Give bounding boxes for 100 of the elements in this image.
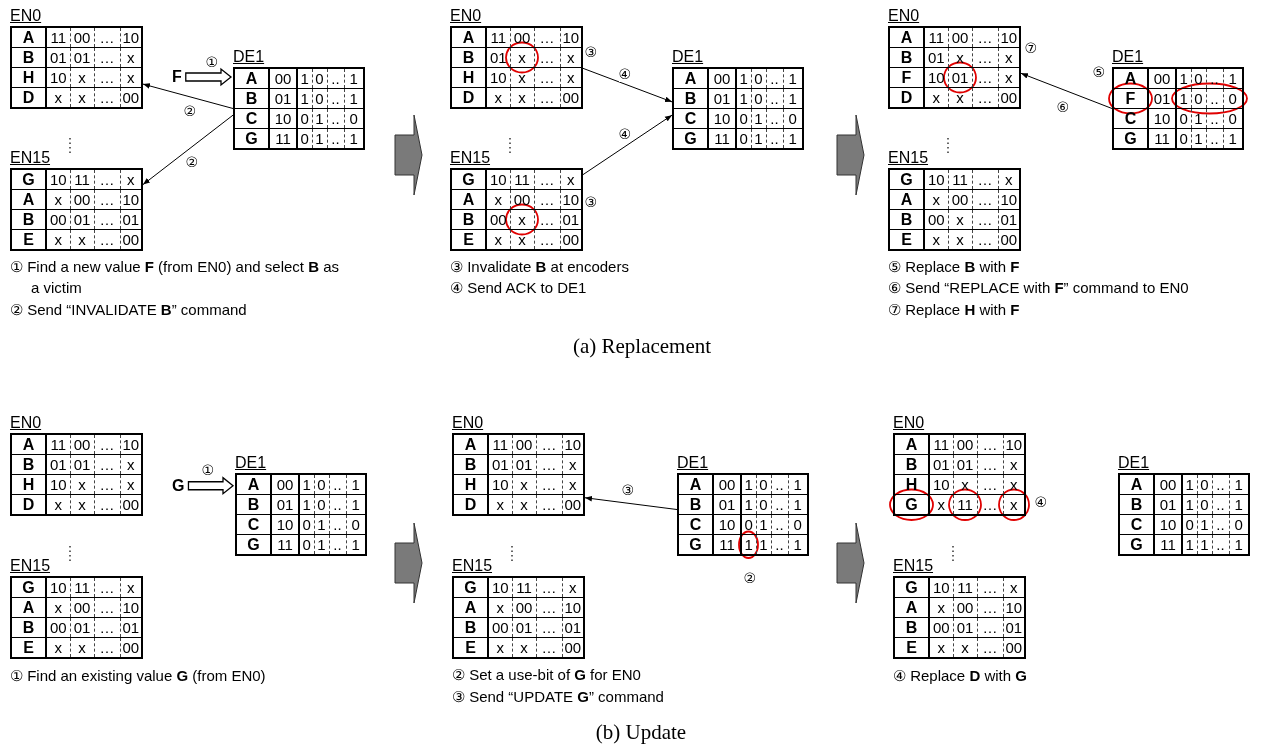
- row-key: H: [11, 474, 46, 495]
- table-cell: ..: [771, 514, 788, 535]
- table-cell: 0: [1176, 108, 1191, 129]
- row-key: G: [894, 577, 929, 598]
- table-title: DE1: [677, 453, 710, 473]
- table-cell: 00: [70, 434, 94, 455]
- row-key: B: [11, 454, 46, 475]
- table-cell: 10: [924, 169, 948, 190]
- table-cell: 1: [297, 88, 312, 109]
- table-cell: 11: [953, 577, 977, 598]
- table-cell: 00: [1148, 68, 1176, 89]
- row-key: A: [673, 68, 708, 89]
- arrow: [582, 114, 673, 176]
- row-key: A: [894, 597, 929, 618]
- table-cell: 0: [741, 514, 756, 535]
- table-cell: ..: [766, 68, 783, 89]
- table-cell: 00: [512, 597, 536, 618]
- table-cell: 11: [510, 169, 534, 190]
- table-cell: …: [94, 169, 120, 190]
- table-cell: …: [94, 209, 120, 230]
- table-cell: x: [929, 597, 953, 618]
- table-cell: …: [94, 189, 120, 210]
- table-cell: 0: [756, 494, 771, 515]
- table-cell: 01: [70, 209, 94, 230]
- table-cell: …: [94, 617, 120, 638]
- step-number: ④: [1034, 494, 1048, 510]
- table-cell: …: [972, 27, 998, 48]
- table-cell: 01: [1154, 494, 1182, 515]
- table-title: DE1: [672, 47, 705, 67]
- table-cell: x: [510, 209, 534, 230]
- edge-label: ③: [621, 482, 635, 498]
- table-title: EN15: [450, 148, 492, 168]
- table-cell: 1: [299, 474, 314, 495]
- table-cell: 0: [312, 68, 327, 89]
- table-cell: 01: [713, 494, 741, 515]
- table-cell: 01: [486, 47, 510, 68]
- table-cell: 10: [708, 108, 736, 129]
- row-key: B: [889, 209, 924, 230]
- table-cell: 0: [314, 494, 329, 515]
- table-cell: 00: [486, 209, 510, 230]
- arrow: [142, 83, 234, 109]
- table-cell: 0: [1191, 68, 1206, 89]
- table-cell: 00: [70, 27, 94, 48]
- row-key: A: [889, 27, 924, 48]
- table-cell: 11: [512, 577, 536, 598]
- row-key: G: [11, 577, 46, 598]
- row-key: A: [451, 189, 486, 210]
- table-cell: x: [510, 47, 534, 68]
- edge-label: ②: [183, 103, 197, 119]
- table-cell: 0: [751, 68, 766, 89]
- table-cell: 11: [486, 27, 510, 48]
- row-key: C: [678, 514, 713, 535]
- table-cell: 01: [269, 88, 297, 109]
- table-cell: …: [94, 597, 120, 618]
- row-key: B: [453, 617, 488, 638]
- step-text: ④ Send ACK to DE1: [450, 278, 587, 298]
- table-cell: 1: [1182, 494, 1197, 515]
- table-title: EN0: [10, 6, 43, 26]
- table-cell: …: [977, 434, 1003, 455]
- table-cell: x: [510, 67, 534, 88]
- table-title: EN15: [893, 556, 935, 576]
- table-cell: …: [94, 27, 120, 48]
- table-cell: …: [536, 617, 562, 638]
- table-cell: 0: [1197, 474, 1212, 495]
- row-key: C: [1119, 514, 1154, 535]
- table-cell: 0: [1197, 494, 1212, 515]
- table-cell: 00: [271, 474, 299, 495]
- edge-label: ①: [201, 462, 215, 478]
- table-title: EN0: [888, 6, 921, 26]
- step-number: ③: [584, 44, 598, 60]
- table-cell: 0: [756, 474, 771, 495]
- table-cell: 0: [1191, 88, 1206, 109]
- table-cell: ..: [1212, 474, 1229, 495]
- table-cell: 00: [512, 434, 536, 455]
- table-title: DE1: [1118, 453, 1151, 473]
- table-cell: 1: [1197, 514, 1212, 535]
- table-cell: 10: [929, 474, 953, 495]
- table-cell: …: [536, 434, 562, 455]
- table-cell: 0: [314, 474, 329, 495]
- table-cell: 01: [70, 454, 94, 475]
- table-cell: ..: [1212, 514, 1229, 535]
- row-key: B: [678, 494, 713, 515]
- table-cell: 01: [953, 617, 977, 638]
- table-cell: 10: [269, 108, 297, 129]
- row-key: G: [451, 169, 486, 190]
- row-key: A: [453, 597, 488, 618]
- table-cell: 00: [70, 189, 94, 210]
- table-cell: ..: [766, 88, 783, 109]
- row-key: B: [894, 454, 929, 475]
- table-cell: 11: [70, 577, 94, 598]
- table-cell: 01: [924, 47, 948, 68]
- table-title: EN0: [893, 413, 926, 433]
- table-cell: ..: [329, 514, 346, 535]
- table-cell: 11: [46, 434, 70, 455]
- table-cell: 01: [46, 47, 70, 68]
- table-cell: 01: [948, 67, 972, 88]
- table-cell: 00: [929, 617, 953, 638]
- table-cell: 10: [488, 474, 512, 495]
- table-cell: …: [534, 169, 560, 190]
- table-cell: 0: [299, 514, 314, 535]
